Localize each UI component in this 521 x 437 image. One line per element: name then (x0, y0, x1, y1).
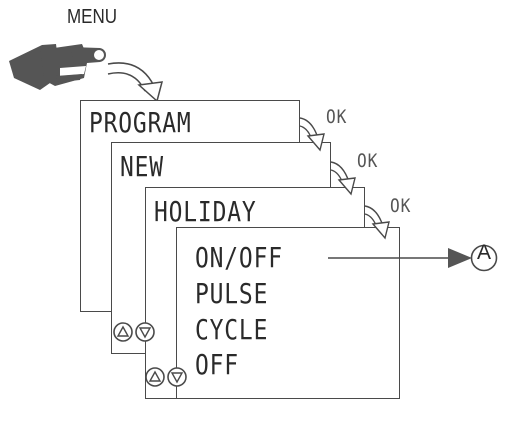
hollow-curved-arrow (107, 62, 164, 103)
holiday-title: HOLIDAY (154, 195, 257, 228)
menu-label: MENU (67, 6, 118, 28)
up-arrow-button-icon (113, 322, 133, 342)
ok-label-program: OK (326, 106, 348, 128)
mode-option-pulse: PULSE (195, 277, 269, 310)
ok-label-new: OK (357, 150, 379, 172)
mode-option-on-off: ON/OFF (195, 241, 283, 274)
mode-option-off: OFF (195, 348, 239, 381)
callout-a-circle (470, 244, 498, 272)
ok-arrow-icon (299, 117, 325, 152)
mode-screen: ON/OFF PULSE CYCLE OFF (176, 227, 400, 399)
ok-label-holiday: OK (390, 195, 412, 217)
new-title: NEW (120, 150, 164, 183)
ok-arrow-icon (364, 205, 390, 240)
pointing-hand-icon (9, 44, 106, 90)
ok-arrow-icon (330, 161, 356, 196)
mode-option-cycle: CYCLE (195, 313, 269, 346)
arrow-to-a-icon (328, 248, 472, 268)
down-arrow-button-icon (135, 322, 155, 342)
program-title: PROGRAM (89, 106, 192, 139)
down-arrow-button-icon (167, 367, 187, 387)
up-arrow-button-icon (145, 367, 165, 387)
callout-a-label: A (476, 241, 491, 264)
